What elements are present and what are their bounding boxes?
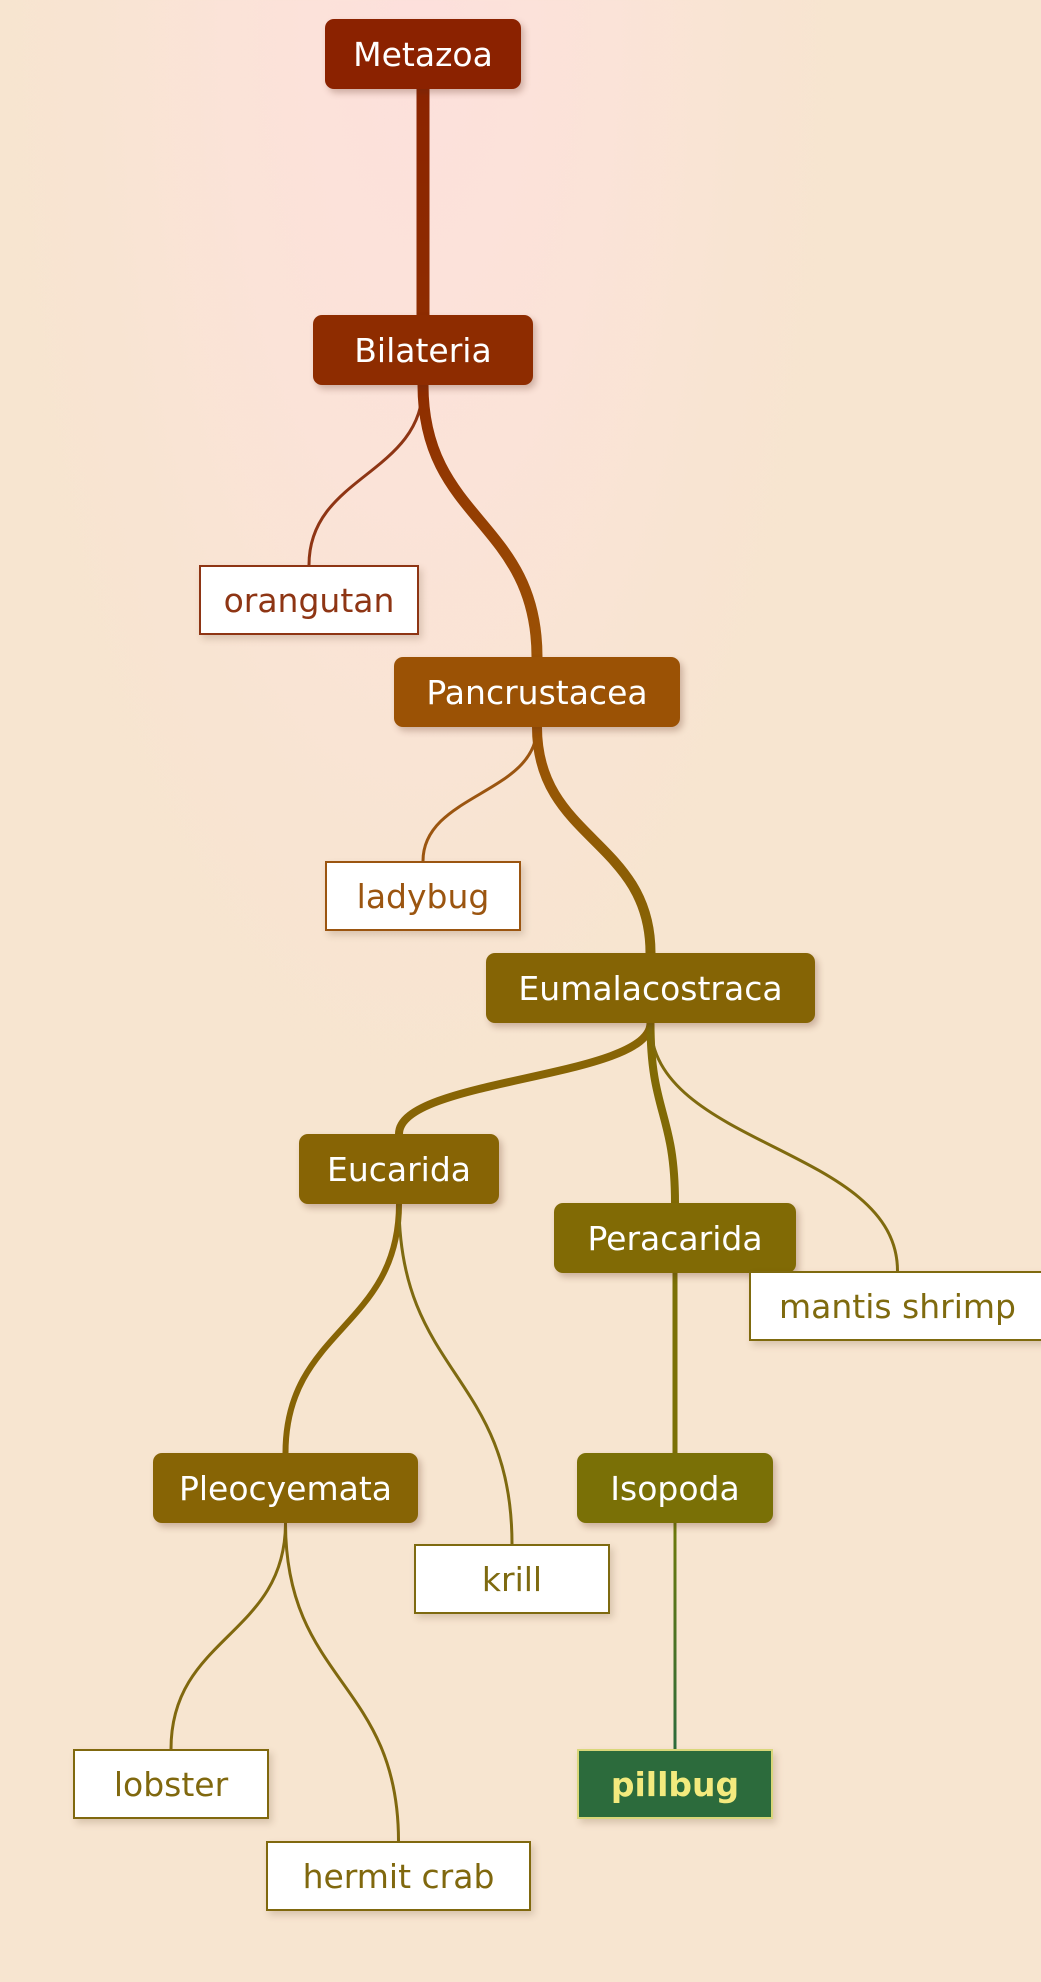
link-bilateria-to-orangutan	[307, 383, 425, 567]
link-eucarida-to-pleocyemata	[282, 1201, 402, 1456]
clade-node-metazoa[interactable]: Metazoa	[325, 19, 521, 89]
clade-node-eucarida[interactable]: Eucarida	[299, 1134, 499, 1204]
link-pleocyemata-to-lobster	[169, 1521, 287, 1751]
leaf-node-lobster[interactable]: lobster	[73, 1749, 269, 1819]
link-pancrustacea-to-ladybug	[421, 725, 539, 863]
clade-node-pancrustacea[interactable]: Pancrustacea	[394, 657, 680, 727]
link-pleocyemata-to-hermit-crab	[284, 1521, 400, 1843]
leaf-node-krill[interactable]: krill	[414, 1544, 610, 1614]
clade-node-isopoda[interactable]: Isopoda	[577, 1453, 773, 1523]
leaf-node-hermit-crab[interactable]: hermit crab	[266, 1841, 531, 1911]
clade-node-bilateria[interactable]: Bilateria	[313, 315, 533, 385]
link-eumalacostraca-to-mantis-shrimp	[649, 1021, 899, 1273]
link-pancrustacea-to-eumalacostraca	[532, 722, 656, 958]
link-bilateria-to-pancrustacea	[417, 379, 543, 663]
leaf-node-mantis-shrimp[interactable]: mantis shrimp	[749, 1271, 1041, 1341]
leaf-node-pillbug[interactable]: pillbug	[577, 1749, 773, 1819]
leaf-node-orangutan[interactable]: orangutan	[199, 565, 419, 635]
link-eucarida-to-krill	[397, 1202, 514, 1546]
link-eumalacostraca-to-eucarida	[395, 1019, 655, 1138]
clade-node-peracarida[interactable]: Peracarida	[554, 1203, 796, 1273]
clade-node-eumalacostraca[interactable]: Eumalacostraca	[486, 953, 815, 1023]
link-eumalacostraca-to-peracarida	[646, 1019, 679, 1207]
leaf-node-ladybug[interactable]: ladybug	[325, 861, 521, 931]
clade-node-pleocyemata[interactable]: Pleocyemata	[153, 1453, 418, 1523]
